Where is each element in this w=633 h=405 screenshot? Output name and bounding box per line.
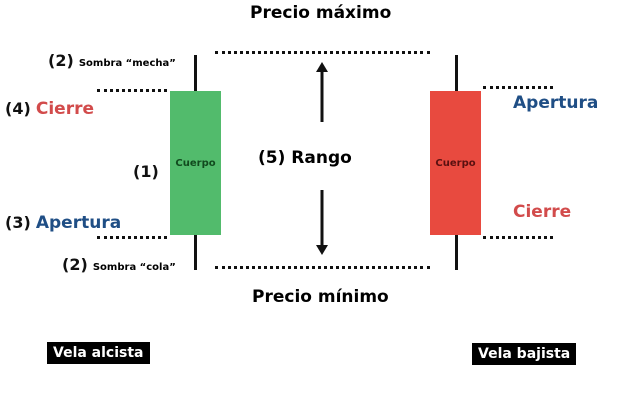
bearish-title: Vela bajista xyxy=(472,343,577,365)
tail-text: Sombra “cola” xyxy=(92,262,176,273)
high-line xyxy=(215,51,430,54)
bottom-label: Precio mínimo xyxy=(252,287,389,307)
open-num: (3) xyxy=(5,213,31,232)
wick-label: (2) Sombra “mecha” xyxy=(48,51,176,70)
bearish-body: Cuerpo xyxy=(430,91,481,235)
range-arrows-icon xyxy=(316,62,328,255)
bearish-open-line xyxy=(483,86,553,89)
wick-text: Sombra “mecha” xyxy=(78,58,176,69)
wick-num: (2) xyxy=(48,51,74,70)
low-line xyxy=(215,266,430,269)
range-num: (5) xyxy=(258,148,286,168)
close-text: Cierre xyxy=(35,99,94,119)
tail-label: (2) Sombra “cola” xyxy=(62,255,176,274)
bullish-body: Cuerpo xyxy=(170,91,221,235)
bullish-close-label: (4) Cierre xyxy=(5,99,94,119)
body-num: (1) xyxy=(133,162,159,181)
bullish-open-line xyxy=(97,236,167,239)
range-label: (5) Rango xyxy=(258,148,352,168)
bullish-title: Vela alcista xyxy=(47,342,150,364)
bullish-close-line xyxy=(97,89,167,92)
bullish-open-label: (3) Apertura xyxy=(5,213,121,233)
top-label: Precio máximo xyxy=(250,3,392,23)
bearish-close-label: Cierre xyxy=(513,202,572,222)
close-num: (4) xyxy=(5,99,31,118)
range-text: Rango xyxy=(291,148,352,168)
bearish-open-label: Apertura xyxy=(513,93,599,113)
open-text: Apertura xyxy=(35,213,122,233)
bearish-close-line xyxy=(483,236,553,239)
tail-num: (2) xyxy=(62,255,88,274)
